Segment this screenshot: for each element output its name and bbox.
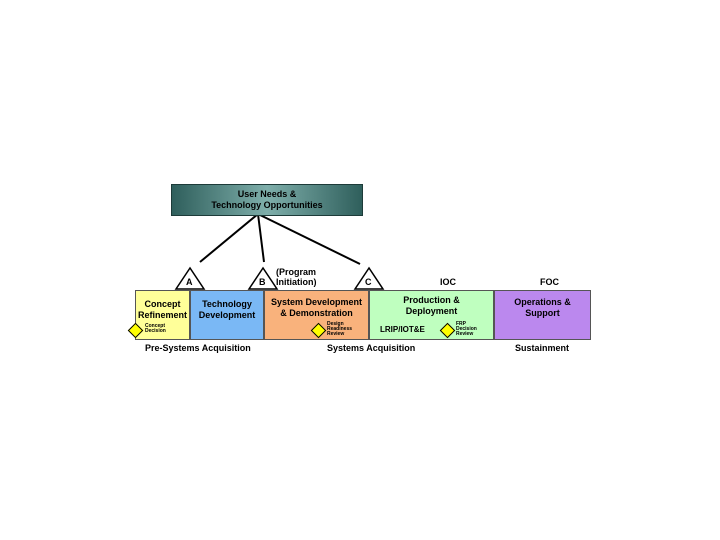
frp-line1: FRP (456, 321, 466, 327)
frp-line3: Review (456, 331, 474, 337)
frp-decision-label: FRP Decision Review (456, 322, 477, 337)
program-initiation-label: (Program Initiation) (276, 267, 317, 287)
production-deployment-line2: Deployment (405, 306, 458, 316)
milestone-a-label: A (186, 277, 193, 287)
design-review-label: Design Readiness Review (327, 322, 352, 337)
operations-support-line1: Operations & (514, 297, 571, 307)
user-needs-line2: Technology Opportunities (211, 200, 323, 210)
concept-decision-label: Concept Decision (145, 324, 166, 334)
systems-acquisition-label: Systems Acquisition (327, 343, 416, 353)
operations-support-line2: Support (525, 308, 560, 318)
user-needs-box: User Needs & Technology Opportunities (171, 184, 363, 216)
phase-production-deployment: Production & Deployment (369, 290, 494, 340)
system-development-line1: System Development (270, 297, 363, 307)
technology-development-line2: Development (198, 310, 256, 320)
phase-concept-refinement: Concept Refinement (135, 290, 190, 340)
concept-decision-line2: Decision (145, 328, 166, 334)
system-development-line2: & Demonstration (280, 308, 353, 318)
user-needs-line1: User Needs & (237, 189, 297, 199)
connector-line-c (257, 213, 361, 265)
concept-decision-line1: Concept (145, 323, 165, 329)
design-review-line2: Readiness (327, 326, 353, 332)
concept-refinement-line2: Refinement (137, 310, 187, 320)
milestone-a-triangle (174, 266, 206, 290)
design-review-line3: Review (327, 331, 345, 337)
program-initiation-line2: Initiation) (276, 277, 317, 287)
technology-development-line1: Technology (202, 299, 252, 309)
connector-line-a (199, 213, 259, 263)
frp-line2: Decision (456, 326, 477, 332)
milestone-c-triangle (353, 266, 385, 290)
production-deployment-line1: Production & (403, 295, 460, 305)
sustainment-label: Sustainment (515, 343, 570, 353)
lrip-label: LRIP/IOT&E (380, 325, 425, 334)
milestone-b-triangle (247, 266, 279, 290)
phase-technology-development: Technology Development (190, 290, 264, 340)
connector-line-b (257, 213, 265, 263)
design-review-line1: Design (327, 321, 344, 327)
program-initiation-line1: (Program (276, 267, 317, 277)
ioc-label: IOC (440, 277, 457, 287)
milestone-b-label: B (259, 277, 266, 287)
milestone-c-label: C (365, 277, 372, 287)
foc-label: FOC (540, 277, 559, 287)
pre-systems-acquisition-label: Pre-Systems Acquisition (145, 343, 251, 353)
phase-operations-support: Operations & Support (494, 290, 591, 340)
concept-refinement-line1: Concept (144, 299, 181, 309)
